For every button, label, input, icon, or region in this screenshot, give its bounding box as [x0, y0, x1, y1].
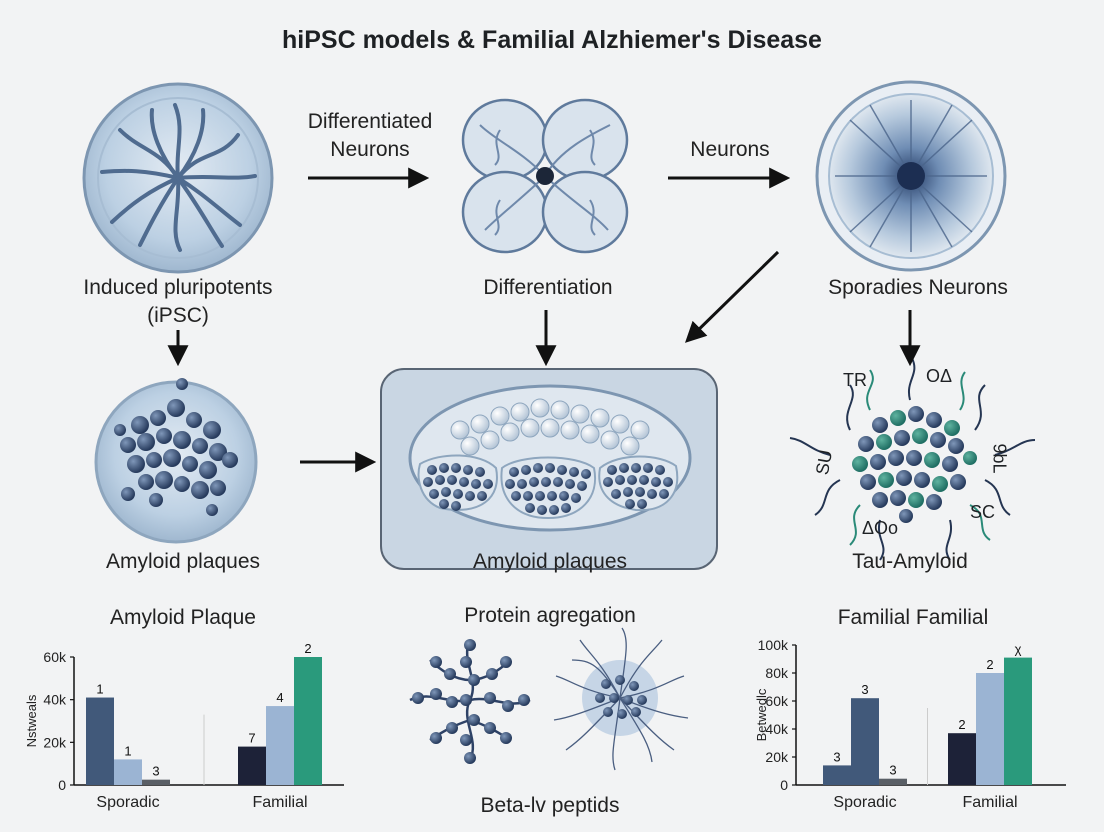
x-tick-label: Sporadic [96, 794, 159, 811]
bar [294, 657, 322, 785]
y-tick-label: 20k [43, 734, 67, 750]
bar [851, 698, 879, 785]
chart-title: Familial Familial [838, 606, 989, 629]
bar-data-label: 3 [152, 764, 159, 779]
bar-data-label: 7 [248, 731, 255, 746]
y-tick-label: 60k [765, 693, 789, 709]
amyloid-plaques-left-label: Amyloid plaques [105, 550, 261, 573]
arrows [167, 167, 921, 473]
bar [1004, 657, 1032, 785]
page-title: hiPSC models & Familial Alzhiemer's Dise… [282, 26, 822, 54]
y-axis-label: Betwedlc [754, 688, 769, 741]
y-tick-label: 40k [43, 692, 67, 708]
tau-amyloid-illustration [789, 357, 1036, 561]
y-tick-label: 0 [780, 777, 788, 793]
bar [142, 779, 170, 785]
arrow2-label: Neurons [690, 138, 770, 161]
x-tick-label: Familial [252, 794, 307, 811]
x-tick-label: Familial [962, 794, 1017, 811]
tau-tag-oa: OΔ [926, 366, 953, 386]
bar-data-label: 3 [889, 763, 896, 778]
bar [238, 746, 266, 785]
bar-data-label: 2 [958, 717, 965, 732]
ipsc-label-line1: Induced pluripotents [83, 276, 273, 299]
amyloid-plaques-center-label: Amyloid plaques [472, 550, 628, 573]
bar [114, 759, 142, 785]
bar-data-label: 2 [986, 657, 993, 672]
tau-tag-tr: TR [843, 370, 867, 390]
bar [948, 733, 976, 785]
bar-data-label: 3 [833, 749, 840, 764]
tau-amyloid-label: Tau-Amyloid [852, 550, 968, 573]
differentiation-illustration [461, 98, 629, 254]
arrow-sporadic-to-center [684, 250, 780, 343]
bar-data-label: 4 [276, 690, 283, 705]
y-axis-label: Nstweals [24, 694, 39, 747]
tau-tag-sc: SC [970, 502, 996, 522]
beta-peptids-label: Beta-lv peptids [480, 794, 620, 817]
y-tick-label: 100k [758, 637, 789, 653]
sporadic-neurons-illustration [815, 80, 1007, 272]
bar [823, 765, 851, 785]
protein-agregation-label: Protein agregation [464, 604, 636, 627]
bar [976, 673, 1004, 785]
x-tick-label: Sporadic [833, 794, 896, 811]
differentiation-label: Differentiation [483, 276, 613, 299]
chart-title: Amyloid Plaque [110, 606, 256, 629]
bar [266, 706, 294, 785]
bar [879, 778, 907, 785]
protein-aggregation-chain-illustration [409, 639, 531, 764]
bar-data-label: 1 [124, 743, 131, 758]
y-tick-label: 60k [43, 649, 67, 665]
protein-aggregation-micelle-illustration [553, 627, 689, 771]
bar [86, 697, 114, 785]
sporadic-neurons-label: Sporadies Neurons [828, 276, 1008, 299]
bar-data-label: 2 [304, 641, 311, 656]
y-tick-label: 40k [765, 721, 789, 737]
tau-tag-su: SU [811, 448, 837, 477]
bar-data-label: 1 [96, 682, 103, 697]
bar-data-label: χ [1015, 642, 1022, 657]
y-tick-label: 80k [765, 665, 789, 681]
arrow1-label-line1: Differentiated [307, 110, 433, 133]
tau-tag-doo: ΔOo [862, 518, 899, 538]
ipsc-label-line2: (iPSC) [147, 304, 209, 327]
y-tick-label: 20k [765, 749, 789, 765]
amyloid-plaques-left-illustration [94, 378, 258, 544]
arrow1-label-line2: Neurons [330, 138, 410, 161]
bar-data-label: 3 [861, 682, 868, 697]
tau-tag-9bl: 9bL [989, 443, 1010, 474]
ipsc-cell-illustration [82, 82, 274, 274]
y-tick-label: 0 [58, 777, 66, 793]
amyloid-plaques-center-illustration [408, 384, 692, 532]
